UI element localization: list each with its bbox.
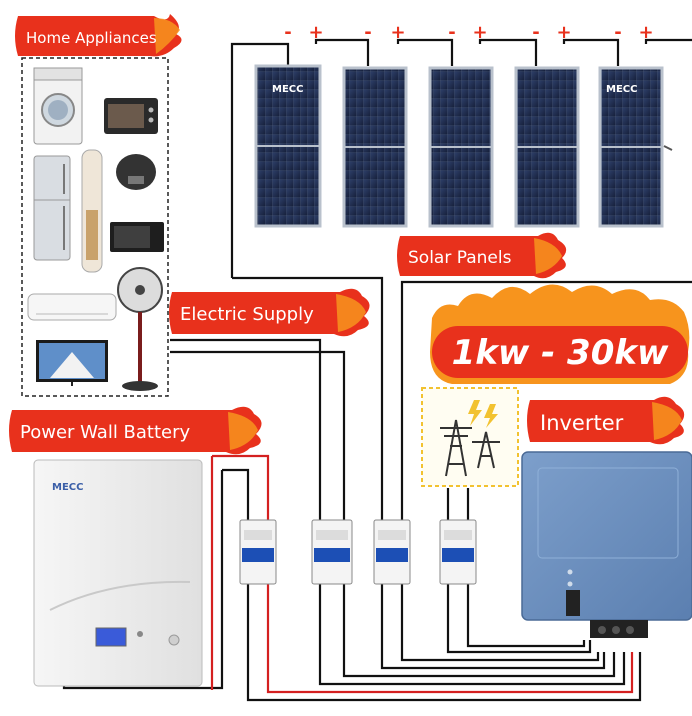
circuit-breaker	[239, 519, 277, 585]
panel-logo: MECC	[606, 84, 637, 95]
plus-sign: +	[390, 22, 405, 43]
minus-sign: -	[448, 22, 455, 43]
minus-sign: -	[284, 22, 291, 43]
plus-sign: +	[556, 22, 571, 43]
power-range-text: 1kw - 30kw	[452, 333, 669, 373]
circuit-breaker	[373, 519, 411, 585]
svg-text:Electric Supply: Electric Supply	[180, 304, 314, 325]
grid-icon-frame	[421, 387, 519, 487]
tower-air-conditioner-icon	[81, 149, 103, 273]
power-tower-icon	[440, 419, 500, 477]
minus-sign: -	[364, 22, 371, 43]
solar-panel	[342, 66, 408, 228]
solar-panels-label: Solar Panels	[397, 232, 567, 279]
home-appliances-group	[21, 57, 169, 397]
power-wall-battery-unit: MECC	[33, 459, 203, 687]
rice-cooker-icon	[116, 154, 156, 190]
television-icon	[36, 340, 108, 386]
svg-text:Power Wall Battery: Power Wall Battery	[20, 422, 191, 443]
svg-text:Inverter: Inverter	[540, 411, 624, 435]
standing-fan-icon	[117, 267, 163, 391]
plus-sign: +	[638, 22, 653, 43]
panel-logo: MECC	[272, 84, 303, 95]
toaster-oven-icon	[104, 98, 158, 134]
inverter-label: Inverter	[527, 396, 685, 445]
circuit-breaker	[311, 519, 353, 585]
washing-machine-icon	[33, 67, 83, 145]
plus-sign: +	[472, 22, 487, 43]
plus-sign: +	[308, 22, 323, 43]
solar-panel: MECC	[254, 64, 322, 228]
electric-supply-label: Electric Supply	[169, 288, 370, 337]
solar-panel	[428, 66, 494, 228]
wiring	[62, 38, 692, 702]
minus-sign: -	[614, 22, 621, 43]
power-wall-battery-label: Power Wall Battery	[9, 406, 262, 455]
battery-logo: MECC	[52, 482, 83, 493]
lightning-icon	[468, 400, 498, 428]
minus-sign: -	[532, 22, 539, 43]
inverter-unit	[521, 451, 692, 638]
svg-text:Home Appliances: Home Appliances	[26, 29, 157, 47]
wall-air-conditioner-icon	[27, 293, 117, 321]
home-appliances-label: Home Appliances	[15, 14, 182, 57]
polarity-signs: - + - + - + - + - +	[284, 22, 653, 43]
circuit-breakers	[239, 519, 477, 585]
solar-panel-array: MECC MECC	[254, 64, 673, 228]
utility-grid-group	[421, 387, 519, 487]
circuit-breaker	[439, 519, 477, 585]
power-range-banner: 1kw - 30kw	[430, 284, 690, 384]
solar-panel: MECC	[598, 66, 673, 228]
refrigerator-icon	[33, 155, 71, 261]
battery-display	[95, 627, 127, 647]
microwave-icon	[110, 222, 164, 252]
solar-panel	[514, 66, 580, 228]
svg-text:Solar Panels: Solar Panels	[408, 248, 512, 268]
